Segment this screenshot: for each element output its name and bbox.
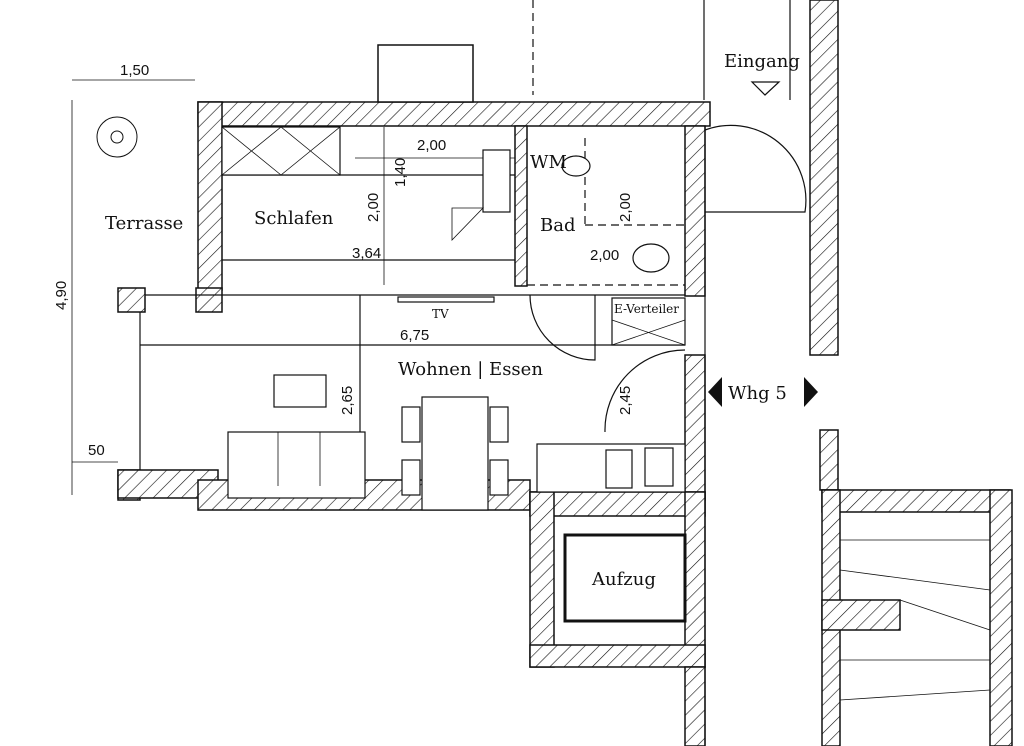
tv-label: TV	[432, 307, 449, 321]
wardrobe	[221, 126, 341, 176]
e-verteiler-label: E-Verteiler	[614, 302, 679, 316]
room-aufzug: Aufzug	[591, 569, 656, 590]
room-bad: Bad	[540, 215, 575, 236]
dim-bed-width: 2,00	[417, 137, 446, 154]
dim-bed-length: 2,00	[365, 193, 382, 222]
dim-terrasse-height: 4,90	[53, 281, 70, 310]
e-verteiler-box	[611, 297, 686, 346]
whg-label: Whg 5	[728, 383, 787, 404]
entrance-arrow	[750, 81, 781, 96]
dining-table	[421, 396, 489, 511]
misc-lines	[71, 0, 807, 746]
dim-wohnen-depth: 2,65	[339, 386, 356, 415]
dim-terrasse-width: 1,50	[120, 62, 149, 79]
tv	[397, 296, 495, 303]
room-wohnen-essen: Wohnen | Essen	[398, 359, 543, 380]
room-terrasse: Terrasse	[105, 213, 183, 234]
stairs	[839, 539, 991, 701]
dim-bed-140: 1,40	[392, 158, 409, 187]
arrow-right-icon	[804, 377, 818, 407]
dim-wohnen-width: 6,75	[400, 327, 429, 344]
room-wm: WM	[530, 152, 567, 173]
walls	[117, 0, 1013, 746]
furniture	[96, 81, 991, 701]
toilet	[632, 243, 670, 273]
sofa	[227, 431, 366, 499]
elevator-cabin	[563, 533, 687, 623]
dim-schlafen-width: 3,64	[352, 245, 381, 262]
coffee-table	[273, 374, 327, 408]
bed-pillow	[482, 149, 511, 213]
room-schlafen: Schlafen	[254, 208, 334, 229]
dim-terrasse-small: 50	[88, 442, 105, 459]
plant-icon	[96, 116, 138, 158]
arrow-left-icon	[708, 377, 722, 407]
dim-bad-shower: 2,00	[617, 193, 634, 222]
sink	[561, 155, 591, 177]
dim-bad-width: 2,00	[590, 247, 619, 264]
eingang-label: Eingang	[724, 51, 800, 72]
dim-kitchen-depth: 2,45	[617, 386, 634, 415]
